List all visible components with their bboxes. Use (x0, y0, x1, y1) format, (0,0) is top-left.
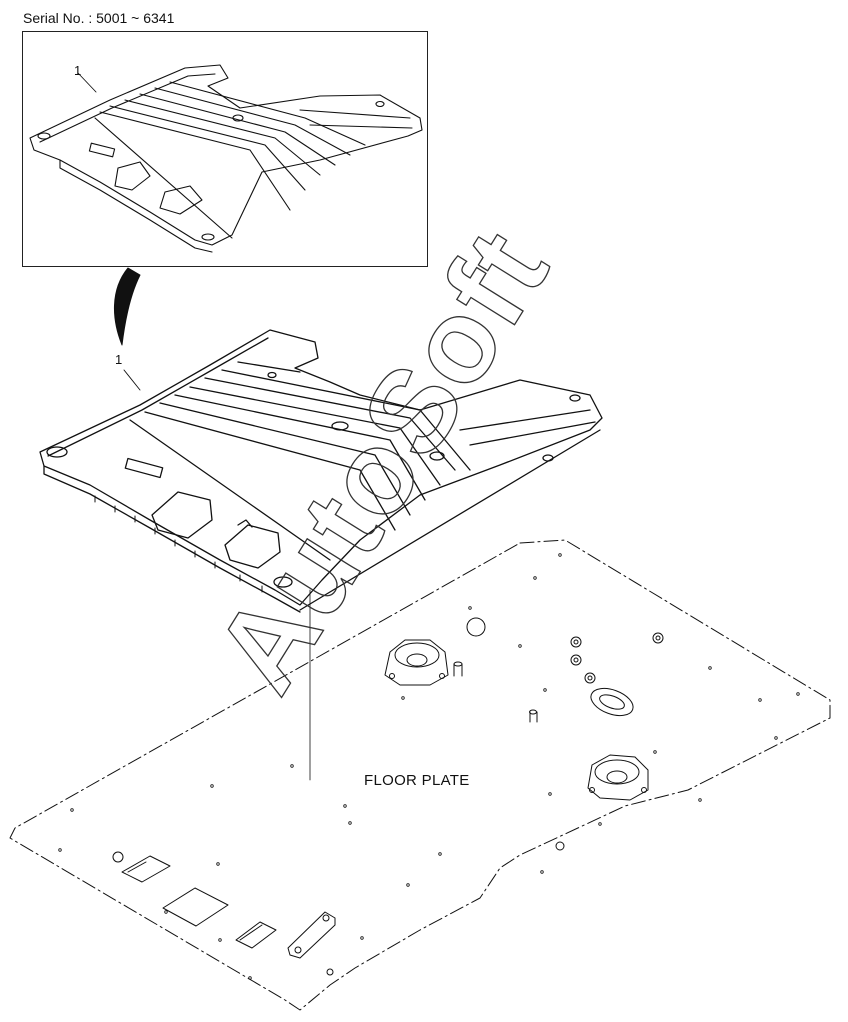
inset-cover-panel (29, 64, 423, 253)
mount-left (384, 639, 449, 686)
mount-right (587, 754, 649, 801)
floor-plate-label: FLOOR PLATE (364, 772, 470, 789)
main-cover-panel (39, 329, 603, 613)
floor-plate (9, 539, 831, 1011)
watermark-text: AutoSoft (190, 208, 574, 714)
detail-arrow (114, 267, 141, 346)
serial-number-label: Serial No. : 5001 ~ 6341 (23, 10, 175, 26)
inset-callout-1: 1 (74, 63, 82, 78)
watermark: AutoSoft (189, 207, 575, 714)
leader-line (123, 369, 141, 391)
inset-detail-box (22, 31, 428, 267)
leader-line-inset (77, 72, 97, 93)
main-callout-1: 1 (115, 352, 123, 367)
